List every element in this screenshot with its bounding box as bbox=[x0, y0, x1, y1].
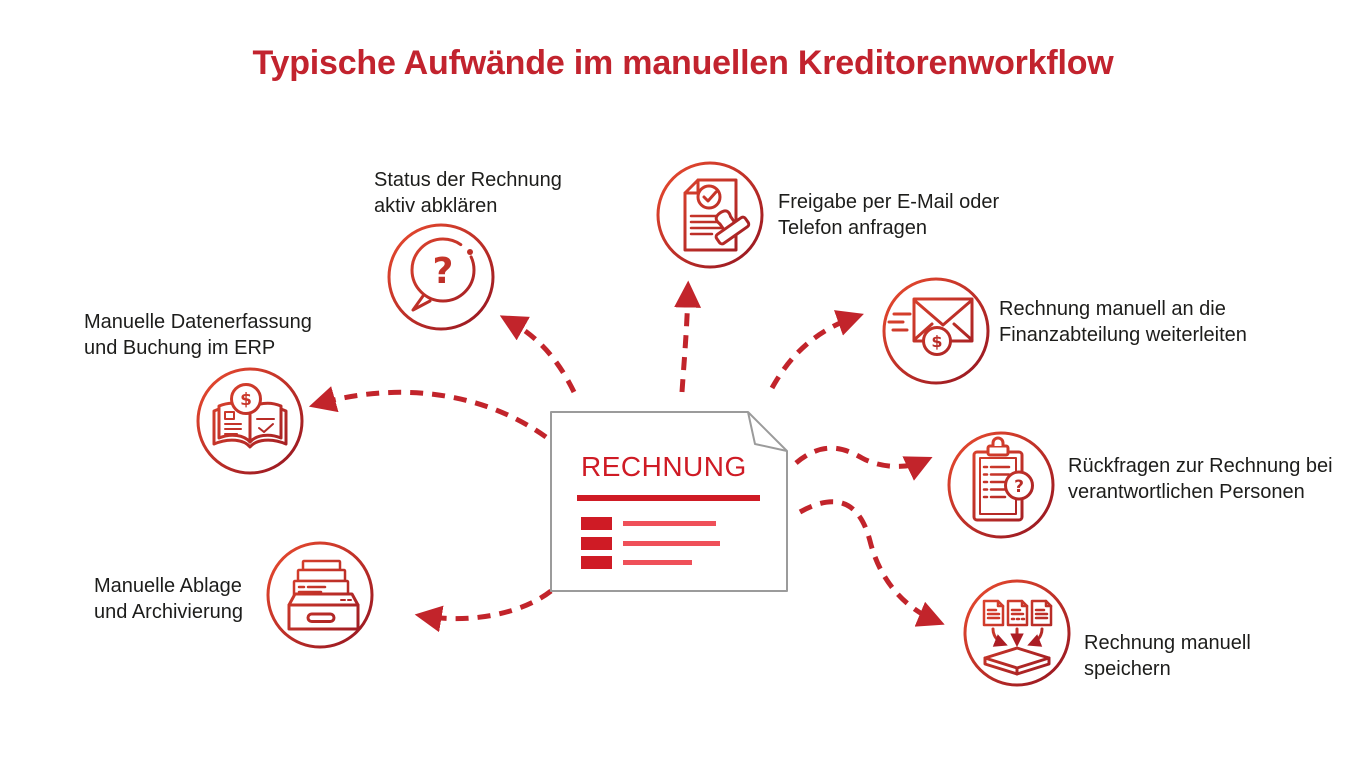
page-title: Typische Aufwände im manuellen Kreditore… bbox=[252, 44, 1114, 82]
invoice-rule bbox=[577, 495, 760, 501]
arrow-to-erp-book bbox=[308, 386, 548, 440]
invoice-row-block bbox=[581, 537, 612, 550]
invoice-row-block bbox=[581, 517, 612, 530]
svg-text:?: ? bbox=[433, 251, 454, 292]
label-speichern: Rechnung manuell speichern bbox=[1084, 632, 1251, 680]
arrow-to-envelope bbox=[769, 310, 864, 390]
label-rueckfragen: Rückfragen zur Rechnung bei verantwortli… bbox=[1068, 455, 1333, 503]
arrow-to-clipboard bbox=[794, 445, 933, 481]
label-weiterleiten: Rechnung manuell an die Finanzabteilung … bbox=[999, 298, 1247, 346]
invoice-row-line bbox=[623, 521, 716, 526]
svg-text:$: $ bbox=[240, 390, 252, 410]
forward-envelope-icon: $ bbox=[882, 277, 990, 385]
arrow-to-question bbox=[499, 315, 577, 394]
svg-text:?: ? bbox=[1014, 477, 1024, 497]
arrow-to-stamp bbox=[674, 280, 702, 393]
invoice-row-line bbox=[623, 560, 692, 565]
archive-box-icon bbox=[266, 541, 374, 649]
invoice-row-block bbox=[581, 556, 612, 569]
central-invoice-document: RECHNUNG bbox=[550, 411, 788, 592]
book-erp-icon: $ bbox=[196, 367, 304, 475]
label-ablage: Manuelle Ablage und Archivierung bbox=[94, 575, 243, 623]
arrow-to-save bbox=[798, 499, 945, 627]
svg-text:$: $ bbox=[931, 332, 942, 351]
label-datenerfassung: Manuelle Datenerfassung und Buchung im E… bbox=[84, 311, 312, 359]
clipboard-question-icon: ? bbox=[947, 431, 1055, 539]
save-documents-icon bbox=[963, 579, 1071, 687]
approval-stamp-icon bbox=[656, 161, 764, 269]
question-bubble-icon: ? bbox=[387, 223, 495, 331]
label-freigabe-anfragen: Freigabe per E-Mail oder Telefon anfrage… bbox=[778, 191, 1000, 239]
arrow-to-archive bbox=[414, 589, 553, 633]
label-status-abklaeren: Status der Rechnung aktiv abklären bbox=[374, 169, 562, 217]
invoice-title: RECHNUNG bbox=[581, 451, 747, 482]
invoice-row-line bbox=[623, 541, 720, 546]
